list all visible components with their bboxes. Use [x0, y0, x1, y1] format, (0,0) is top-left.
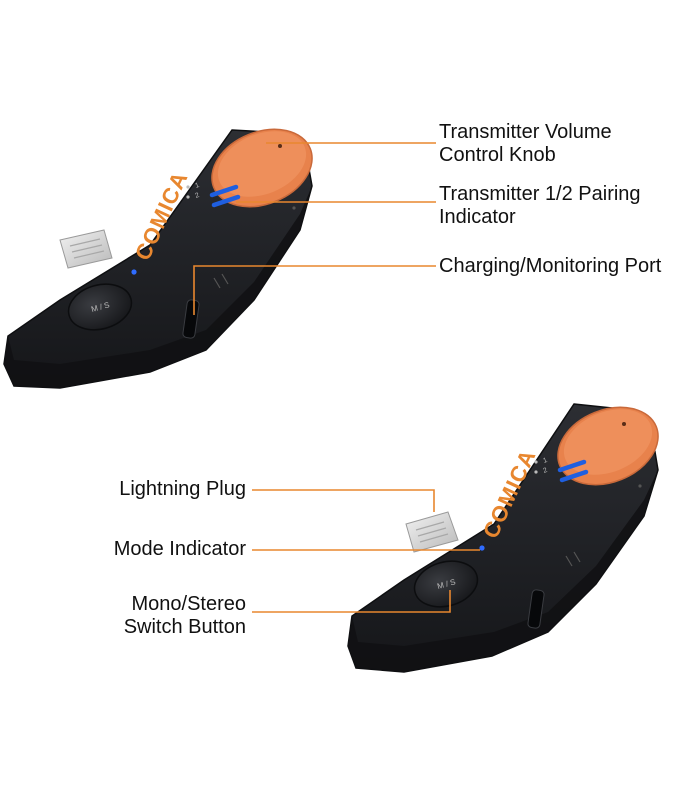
label-switch-line1: Mono/Stereo — [131, 593, 246, 615]
mode-switch-button-top — [67, 283, 133, 331]
lightning-plug-top — [59, 229, 113, 269]
channel-label-2-top: 2 — [194, 192, 200, 200]
label-pairing-line1: Transmitter 1/2 Pairing — [439, 183, 641, 205]
label-pairing-indicator: Transmitter 1/2 Pairing Indicator — [439, 183, 641, 229]
label-charging-port: Charging/Monitoring Port — [439, 255, 661, 278]
mode-indicator-bottom — [479, 545, 485, 551]
channel-label-1-bottom: 1 — [542, 457, 548, 465]
label-pairing-line2: Indicator — [439, 206, 516, 228]
channel-label-1-top: 1 — [194, 182, 200, 190]
mode-switch-button-bottom — [413, 560, 479, 608]
label-charging-line1: Charging/Monitoring Port — [439, 255, 662, 277]
callout-line-lightning-plug — [252, 489, 435, 512]
label-mode-line1: Mode Indicator — [113, 538, 246, 560]
label-switch-line2: Switch Button — [123, 616, 246, 638]
label-lightning-line1: Lightning Plug — [119, 478, 246, 500]
label-lightning-plug: Lightning Plug — [60, 478, 246, 501]
callout-line-charging-port — [193, 265, 436, 315]
label-volume-knob: Transmitter Volume Control Knob — [439, 121, 612, 167]
mode-indicator-top — [131, 269, 137, 275]
pairing-indicator-bottom — [557, 459, 589, 483]
label-volume-knob-line2: Control Knob — [439, 144, 556, 166]
callout-line-switch-button — [252, 590, 451, 613]
lightning-plug-bottom — [405, 511, 459, 553]
charging-port-bottom — [527, 589, 545, 629]
label-mode-indicator: Mode Indicator — [60, 538, 246, 561]
callout-lines — [193, 142, 480, 613]
channel-label-2-bottom: 2 — [542, 467, 548, 475]
receiver-device-bottom: 1 2 COMICA M / S — [347, 403, 659, 673]
receiver-device-top: 1 2 COMICA M / S — [3, 128, 313, 389]
label-volume-knob-line1: Transmitter Volume — [439, 121, 612, 143]
label-switch-button: Mono/Stereo Switch Button — [60, 593, 246, 639]
pairing-indicator-top — [209, 184, 241, 208]
